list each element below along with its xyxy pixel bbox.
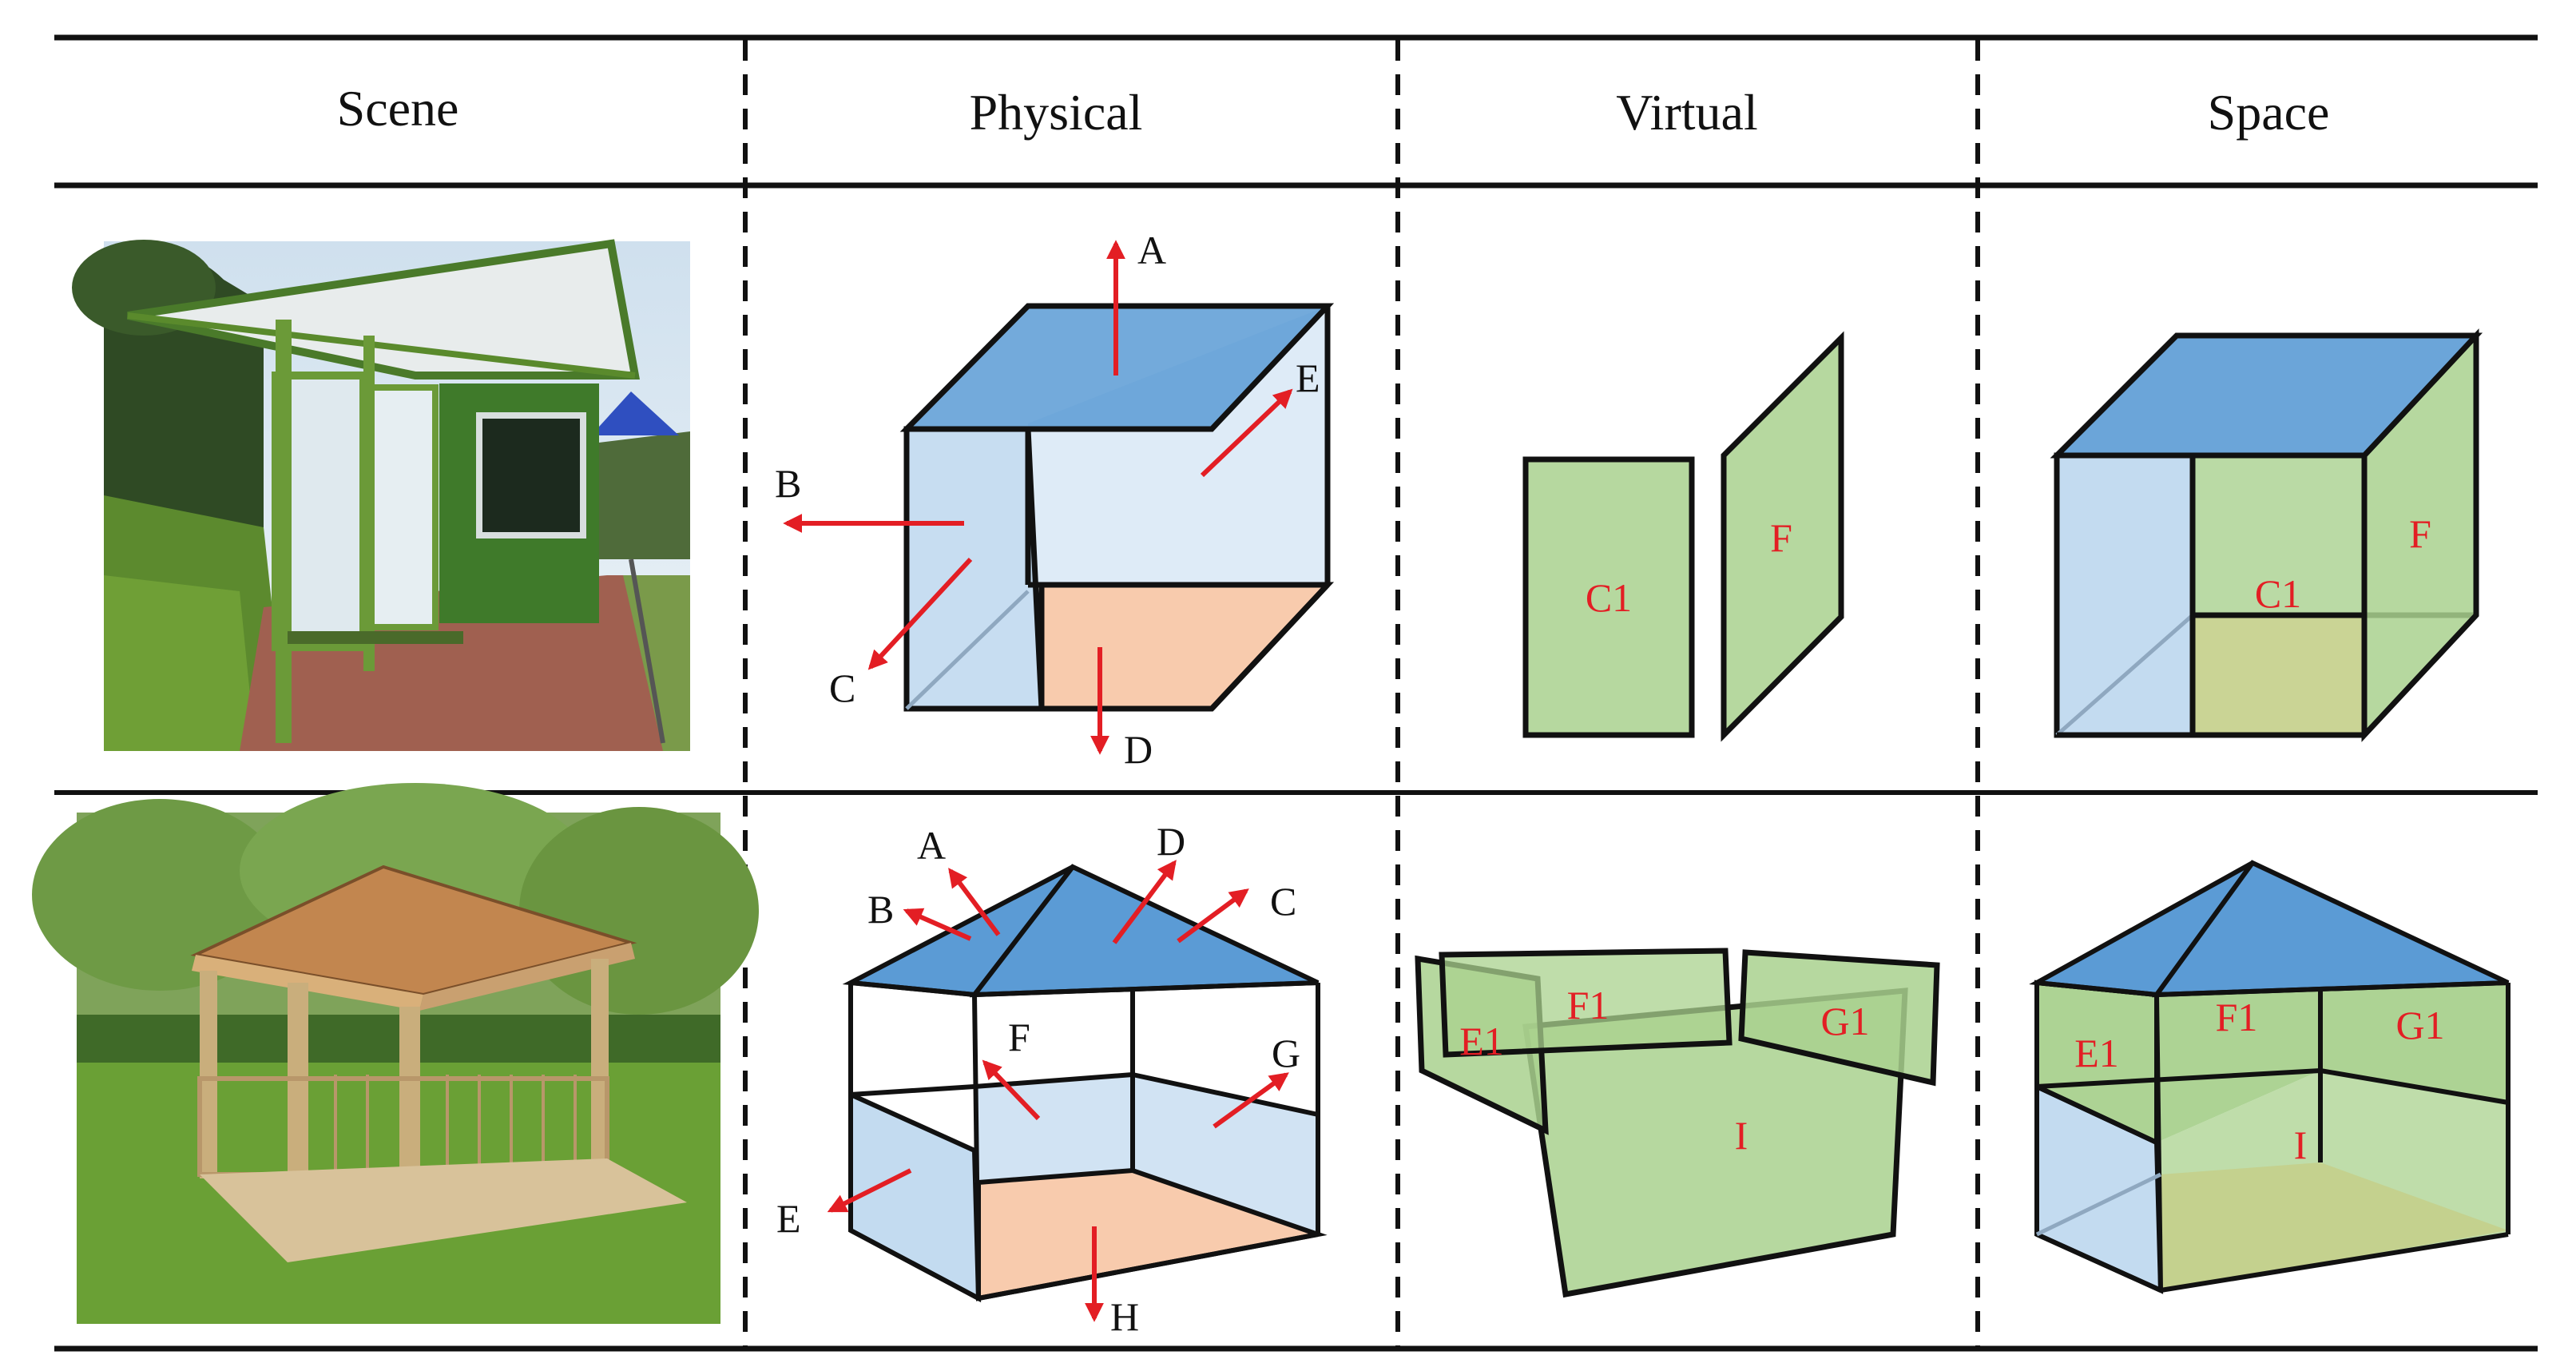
- space-label-c1: C1: [2255, 571, 2301, 616]
- label-f: F: [1008, 1015, 1030, 1059]
- arrow-c: [867, 557, 973, 670]
- label-g1: G1: [1820, 999, 1869, 1043]
- scene-photo-gazebo: [32, 783, 759, 1324]
- space-label-i: I: [2294, 1123, 2308, 1167]
- arrow-d: [1112, 860, 1177, 944]
- arrow-c: [1177, 888, 1249, 944]
- space-label-f1: F1: [2216, 995, 2258, 1039]
- header-physical: Physical: [970, 84, 1143, 141]
- label-g: G: [1272, 1031, 1300, 1075]
- label-d: D: [1157, 819, 1185, 864]
- label-e: E: [776, 1196, 801, 1241]
- arrow-b: [903, 908, 972, 941]
- label-f: F: [1770, 515, 1792, 560]
- arrow-e: [827, 1168, 912, 1213]
- space-label-g1: G1: [2395, 1003, 2444, 1047]
- header-space: Space: [2208, 84, 2330, 141]
- header-virtual: Virtual: [1616, 84, 1757, 141]
- space-diagram-gazebo: E1 F1 G1 I: [2029, 860, 2511, 1294]
- virtual-diagram-shelter: C1 F: [1522, 331, 1844, 742]
- label-b: B: [775, 461, 801, 506]
- label-a: A: [1137, 228, 1166, 272]
- arrow-f: [982, 1059, 1041, 1121]
- label-f1: F1: [1567, 983, 1610, 1027]
- arrow-a: [948, 868, 1001, 936]
- column-headers: Scene Physical Virtual Space: [337, 80, 2330, 141]
- label-e: E: [1296, 356, 1320, 400]
- virtual-diagram-gazebo: E1 F1 G1 I: [1415, 948, 1940, 1298]
- space-label-e1: E1: [2074, 1031, 2119, 1075]
- label-e1: E1: [1459, 1019, 1504, 1063]
- arrow-e: [1200, 388, 1293, 478]
- space-label-f: F: [2409, 511, 2431, 556]
- label-c: C: [1270, 879, 1296, 924]
- label-h: H: [1110, 1294, 1139, 1339]
- physical-diagram-gazebo: A B C D E F G H: [776, 819, 1328, 1339]
- side-wall-face: [903, 426, 1045, 712]
- physical-diagram-shelter: A B C D E: [775, 228, 1335, 772]
- label-b: B: [867, 887, 894, 932]
- floor-face: [1038, 582, 1335, 712]
- label-a: A: [917, 823, 946, 868]
- scene-photo-bus-shelter: [72, 239, 690, 751]
- virtual-plane-g1: [1738, 949, 1940, 1087]
- space-diagram-shelter: C1 F: [2050, 328, 2483, 742]
- label-i: I: [1735, 1113, 1748, 1158]
- header-scene: Scene: [337, 80, 459, 137]
- label-c: C: [829, 666, 855, 710]
- arrow-g: [1213, 1072, 1289, 1129]
- label-c1: C1: [1586, 575, 1632, 620]
- virtual-plane-f1: [1439, 948, 1733, 1058]
- virtual-plane-c1: [1522, 456, 1695, 738]
- label-d: D: [1124, 727, 1153, 772]
- virtual-plane-f: [1721, 331, 1844, 742]
